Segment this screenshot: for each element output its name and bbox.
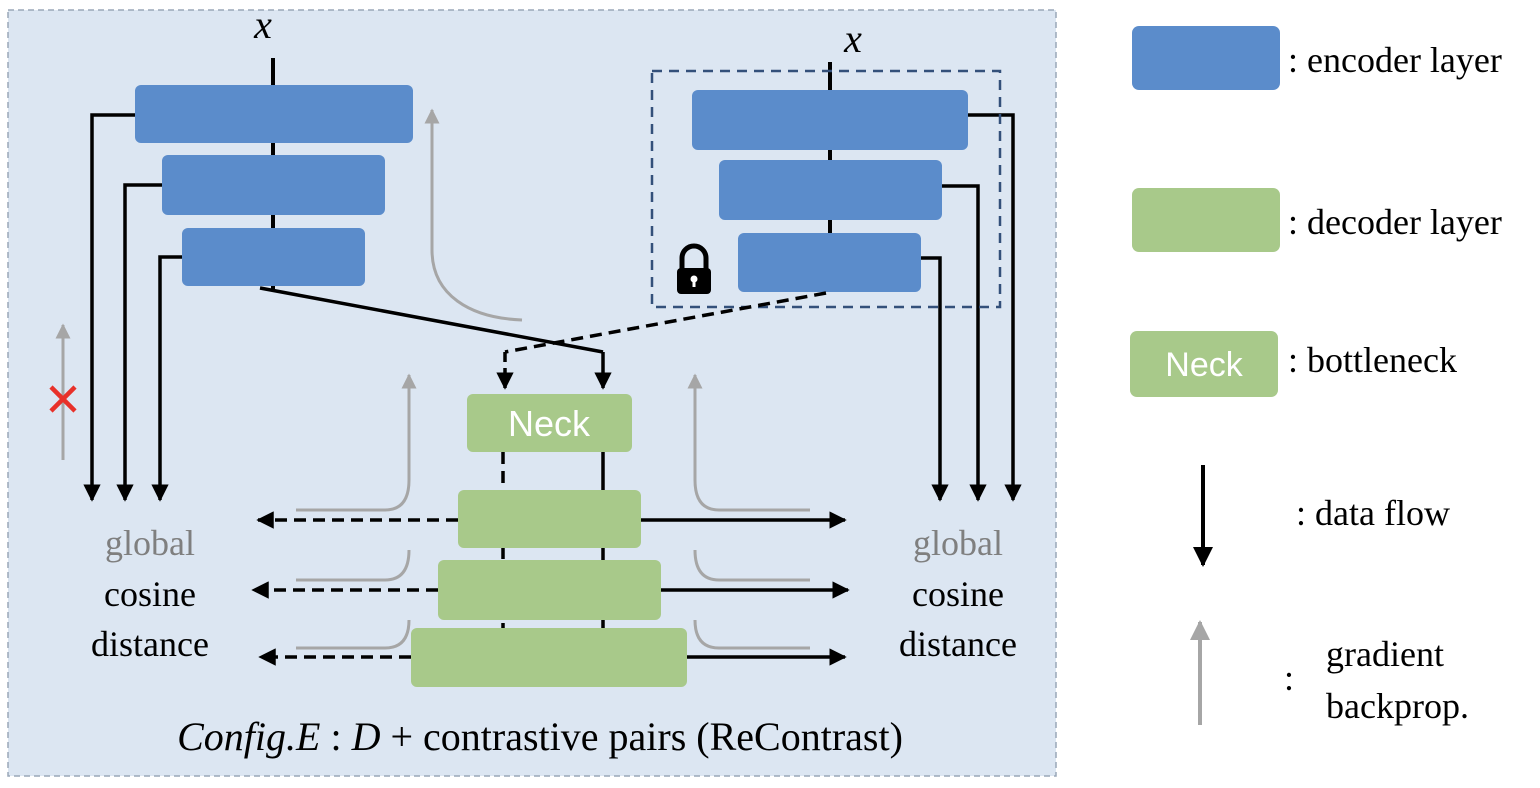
decoder-layer-3 [411,628,687,687]
left-encoder-layer-3 [182,228,365,286]
frozen-encoder-box [650,69,1002,309]
legend-data-flow-label: : data flow [1296,493,1450,533]
lock-icon [677,243,711,294]
legend-encoder-swatch [1132,26,1280,90]
legend-decoder-swatch [1132,188,1280,252]
legend-neck-swatch [1130,331,1278,397]
right-loss-label: global cosine distance [899,523,1017,664]
right-encoder-to-neck-line [504,291,827,354]
legend-neck-text: Neck [1165,346,1243,384]
legend-decoder-label: : decoder layer [1288,202,1502,242]
decoder-gradient-arrows [296,373,810,650]
left-encoder-gradient-arrow [424,108,523,322]
left-input-label: x [253,2,272,47]
right-encoder-layer-2 [719,160,942,220]
neck-block [467,394,632,452]
panel-caption: Config.E : D + contrastive pairs (ReCont… [177,714,903,759]
left-loss-line-1: global [105,523,195,563]
right-loss-line-3: distance [899,624,1017,664]
right-encoder [692,62,1022,502]
right-encoder-layer-3 [738,233,921,292]
legend-gradient-colon: : [1284,658,1294,698]
legend-neck-label: : bottleneck [1288,340,1457,380]
right-loss-line-1: global [913,523,1003,563]
caption-config: Config.E [177,714,320,759]
left-loss-label: global cosine distance [91,523,209,664]
decoder-layer-1 [458,490,641,548]
caption-var: D [351,714,381,759]
caption-rest: + contrastive pairs (ReContrast) [380,714,902,759]
left-encoder-to-neck-line [259,286,604,354]
legend-gradient-line-2: backprop. [1326,686,1469,726]
legend: : encoder layer : decoder layer Neck : b… [1130,26,1502,726]
cross-icon [49,385,77,413]
right-loss-line-2: cosine [912,574,1004,614]
legend-encoder-label: : encoder layer [1288,40,1502,80]
right-encoder-layer-1 [692,90,968,150]
left-encoder-layer-2 [162,155,385,215]
decoder-layer-2 [438,560,661,620]
left-encoder [83,58,413,502]
decoder: Neck [411,394,687,687]
caption-sep: : [320,714,351,759]
left-encoder-layer-1 [135,85,413,143]
left-loss-line-3: distance [91,624,209,664]
right-input-label: x [843,16,862,61]
neck-label: Neck [508,403,591,444]
left-loss-line-2: cosine [104,574,196,614]
legend-gradient-line-1: gradient [1326,634,1444,674]
